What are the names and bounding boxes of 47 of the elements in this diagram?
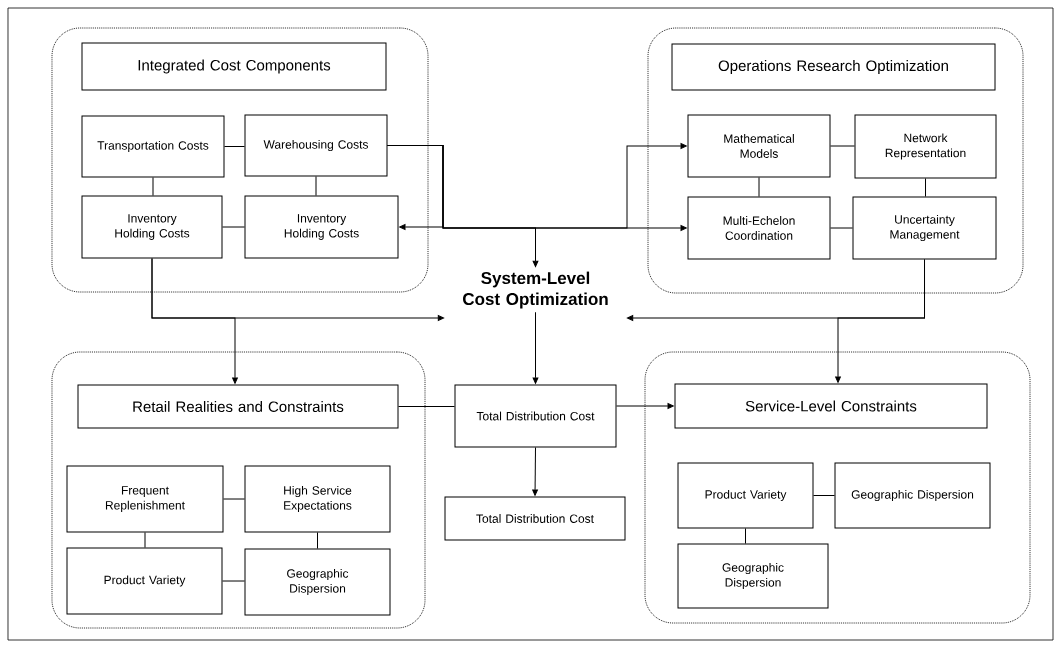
- heading-box: Integrated Cost Components: [81, 42, 387, 91]
- connector-line: [315, 176, 317, 196]
- process-box: Geographic Dispersion: [834, 462, 991, 529]
- heading-box: Service-Level Constraints: [674, 383, 988, 429]
- connector-line: [224, 146, 245, 147]
- group-panel: [51, 351, 426, 629]
- process-box: Multi-Echelon Coordination: [687, 196, 831, 260]
- process-box: Warehousing Costs: [244, 114, 388, 177]
- heading-box: Retail Realities and Constraints: [77, 384, 399, 429]
- connector-line: [222, 226, 245, 228]
- arrow: [835, 259, 925, 383]
- arrow: [616, 403, 674, 409]
- process-box: Mathematical Models: [687, 114, 831, 178]
- connector-line: [398, 406, 455, 407]
- connector-line: [152, 177, 154, 196]
- connector-line: [758, 177, 760, 197]
- heading-box: Operations Research Optimization: [671, 43, 996, 91]
- arrow: [151, 258, 238, 384]
- process-box: Inventory Holding Costs: [244, 195, 399, 259]
- connector-line: [830, 145, 855, 147]
- connector-line: [925, 178, 926, 197]
- process-box: Frequent Replenishment: [66, 465, 224, 533]
- process-box: Total Distribution Cost: [454, 384, 617, 448]
- arrow: [532, 447, 538, 496]
- process-box: Total Distribution Cost: [444, 496, 626, 541]
- connector-line: [317, 532, 318, 549]
- connector-line: [222, 580, 245, 582]
- connector-line: [830, 227, 853, 229]
- process-box: Product Variety: [66, 547, 223, 615]
- process-box: Inventory Holding Costs: [81, 195, 223, 259]
- process-box: High Service Expectations: [244, 465, 391, 533]
- center-label: System-Level Cost Optimization: [463, 271, 608, 309]
- connector-line: [813, 495, 835, 496]
- group-panel: [51, 27, 429, 293]
- process-box: Product Variety: [677, 462, 814, 529]
- process-box: Geographic Dispersion: [677, 543, 829, 609]
- process-box: Transportation Costs: [81, 115, 225, 178]
- process-box: Uncertainty Management: [852, 196, 997, 260]
- group-panel: [644, 351, 1031, 624]
- process-box: Geographic Dispersion: [244, 548, 391, 616]
- group-panel: [647, 27, 1024, 294]
- arrow: [532, 311, 539, 384]
- connector-line: [745, 528, 746, 544]
- connector-line: [223, 498, 245, 500]
- arrow: [387, 145, 539, 268]
- process-box: Network Representation: [854, 114, 997, 179]
- connector-line: [144, 532, 146, 548]
